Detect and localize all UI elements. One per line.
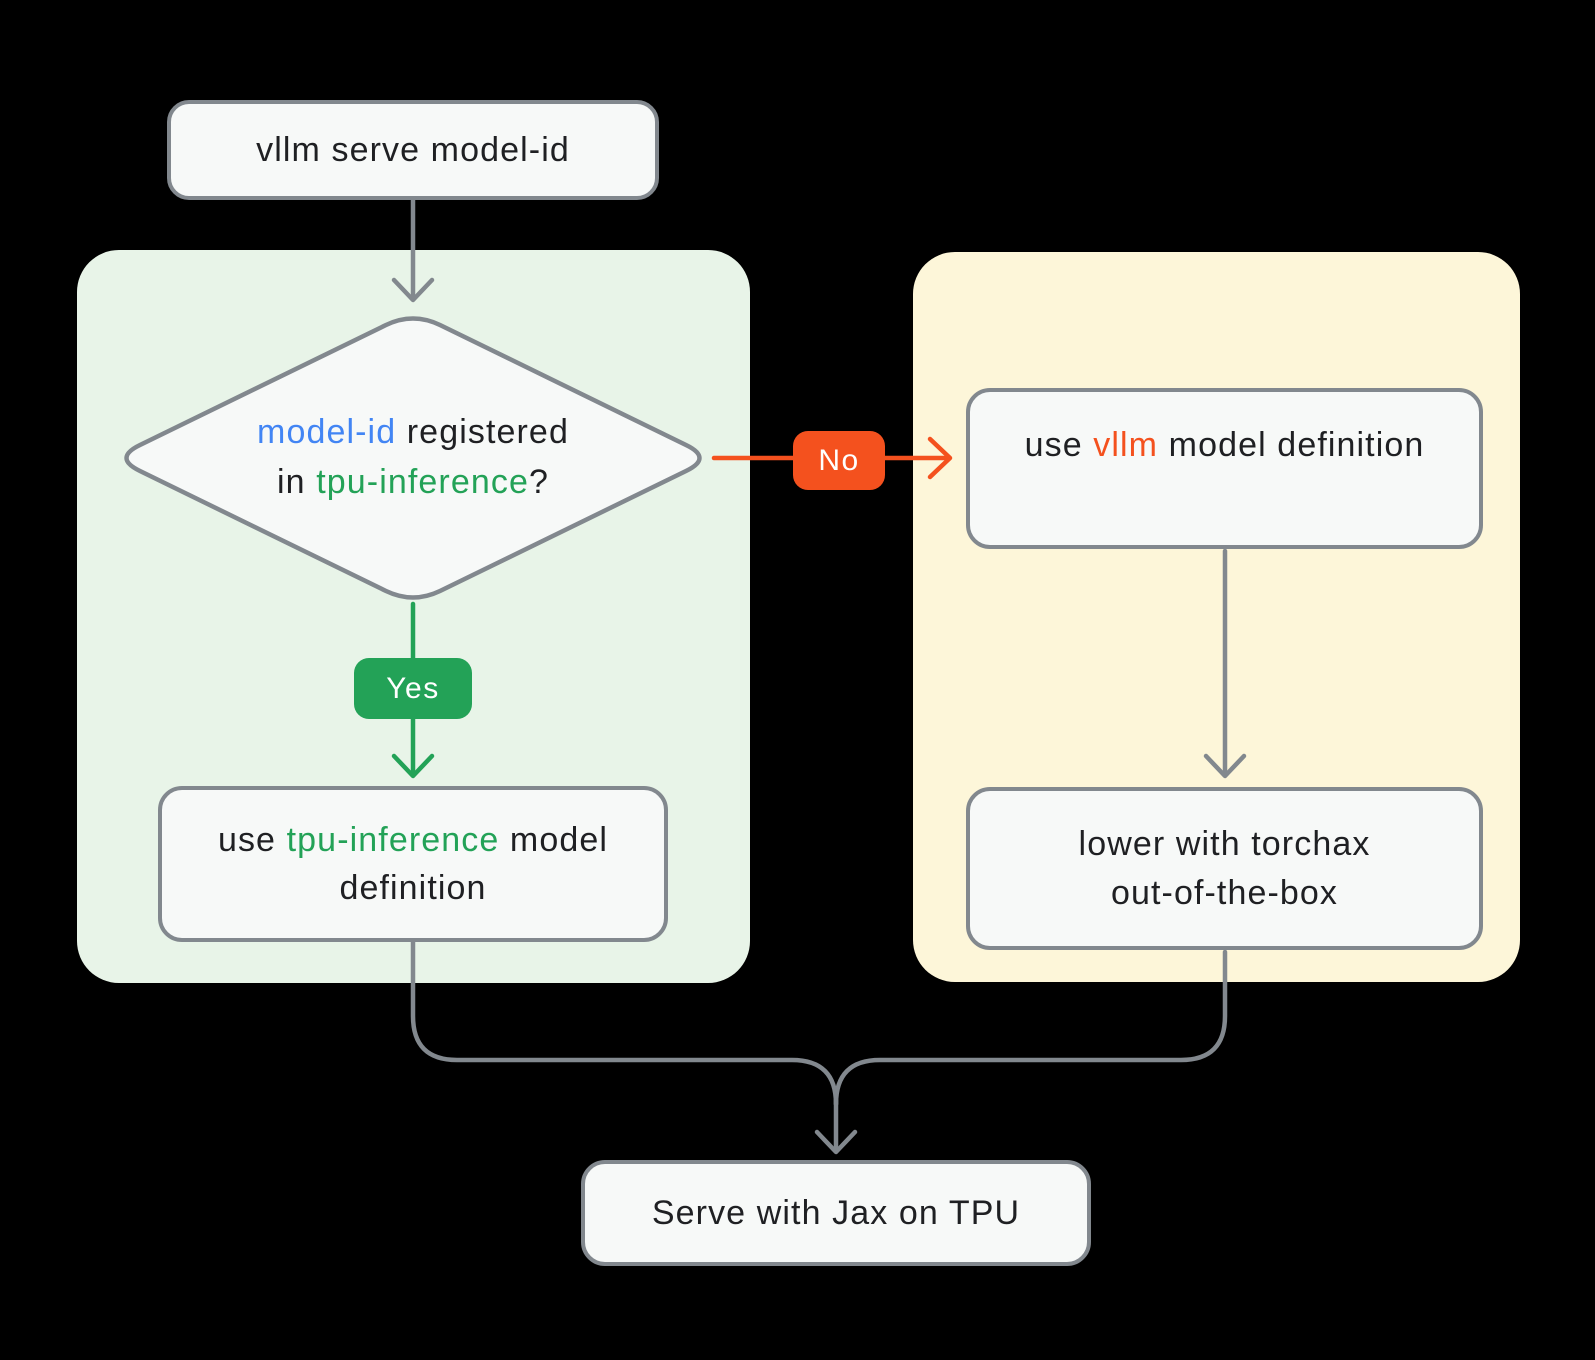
arrowhead-vllm-to-torchax [1203, 753, 1247, 779]
node-use-tpu-inference: use tpu-inference model definition [158, 786, 668, 942]
node-use-tpu-inference-label: use tpu-inference model definition [217, 820, 609, 907]
arrowhead-yes [391, 753, 435, 779]
wire-merge-right [833, 949, 1228, 1107]
no-edge-label: No [793, 431, 885, 490]
wire-merge-left [410, 937, 839, 1107]
node-serve-label: Serve with Jax on TPU [651, 1193, 1021, 1232]
decision-label: model-id registered in tpu-inference? [163, 386, 663, 530]
arrowhead-merge [814, 1129, 858, 1155]
node-use-vllm-label: use vllm model definition [1024, 426, 1425, 465]
node-start: vllm serve model-id [167, 100, 659, 200]
model-id-token: model-id [257, 413, 397, 452]
tpu-inference-token: tpu-inference [316, 463, 529, 501]
arrowhead-no [927, 436, 953, 480]
decision-label-line2: in tpu-inference? [277, 463, 549, 501]
arrowhead-start-to-decision [391, 277, 435, 303]
decision-diamond [124, 316, 702, 600]
node-serve: Serve with Jax on TPU [581, 1160, 1091, 1266]
node-start-label: vllm serve model-id [256, 130, 570, 169]
node-lower-torchax: lower with torchax out-of-the-box [966, 787, 1483, 950]
tpu-inference-token: tpu-inference [286, 820, 500, 859]
yes-edge-label: Yes [354, 658, 472, 719]
node-use-vllm: use vllm model definition [966, 388, 1483, 549]
vllm-token: vllm [1093, 426, 1159, 465]
node-lower-torchax-label: lower with torchax out-of-the-box [1078, 825, 1371, 912]
decision-label-line1: model-id registered [257, 413, 569, 452]
